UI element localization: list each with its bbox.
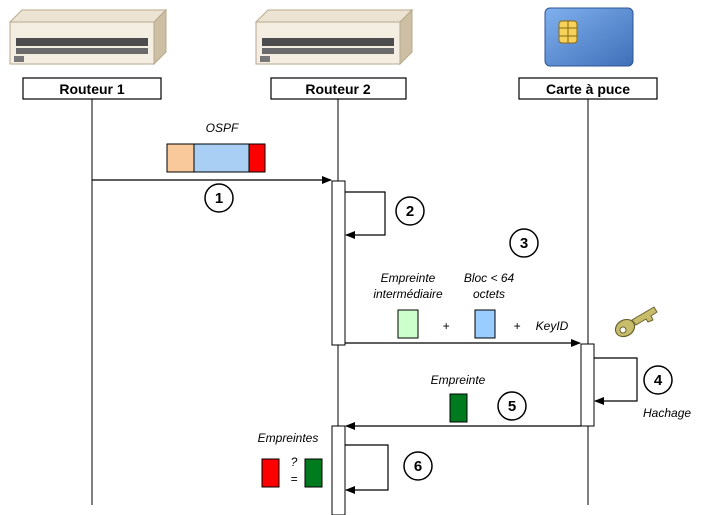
key-icon (614, 306, 658, 338)
header-router-2: Routeur 2 (270, 77, 407, 100)
computed-fingerprint-box (304, 458, 323, 488)
fingerprints-label: Empreintes (258, 431, 319, 445)
step-1-marker: 1 (204, 183, 234, 213)
block-label-line2: octets (473, 287, 505, 301)
ospf-packet (166, 143, 266, 173)
activation-smartcard (580, 343, 595, 427)
step-3-label: 3 (520, 235, 528, 252)
step-3-marker: 3 (509, 228, 539, 258)
fingerprint-box (449, 393, 468, 423)
header-router-2-label: Routeur 2 (305, 81, 371, 97)
intermediate-hash-box (397, 309, 419, 339)
arrow-self-4 (594, 357, 638, 405)
header-smartcard: Carte à puce (518, 77, 658, 100)
plus-sign-2: + (513, 319, 520, 333)
step-4-label: 4 (654, 372, 663, 389)
compare-question-mark: ? (291, 455, 298, 469)
intermediate-hash-label-line2: intermédiaire (373, 287, 443, 301)
step-4-marker: 4 (643, 365, 673, 395)
activation-router-2-a (331, 180, 346, 346)
step-2-label: 2 (406, 203, 414, 220)
block-label-line1: Bloc < 64 (464, 271, 515, 285)
arrow-self-6 (345, 444, 389, 494)
step-1-label: 1 (215, 190, 223, 207)
header-smartcard-label: Carte à puce (546, 81, 630, 97)
intermediate-hash-label-line1: Empreinte (381, 271, 436, 285)
ospf-label: OSPF (206, 121, 239, 135)
step-6-marker: 6 (403, 451, 433, 481)
keyid-label: KeyID (536, 319, 569, 333)
smartcard-icon (544, 7, 634, 67)
step-5-label: 5 (508, 398, 516, 415)
block-box (474, 309, 496, 339)
step-6-label: 6 (414, 458, 422, 475)
compare-equals-sign: = (290, 472, 297, 486)
step-5-marker: 5 (497, 391, 527, 421)
arrow-self-2 (345, 191, 386, 239)
router-icon (254, 8, 414, 66)
step-2-marker: 2 (395, 196, 425, 226)
received-fingerprint-box (261, 458, 280, 488)
header-router-1-label: Routeur 1 (59, 81, 125, 97)
router-icon (8, 8, 168, 66)
hashing-label: Hachage (643, 406, 691, 420)
activation-router-2-b (331, 425, 346, 515)
plus-sign-1: + (442, 319, 449, 333)
fingerprint-label: Empreinte (431, 373, 486, 387)
header-router-1: Routeur 1 (22, 77, 162, 100)
